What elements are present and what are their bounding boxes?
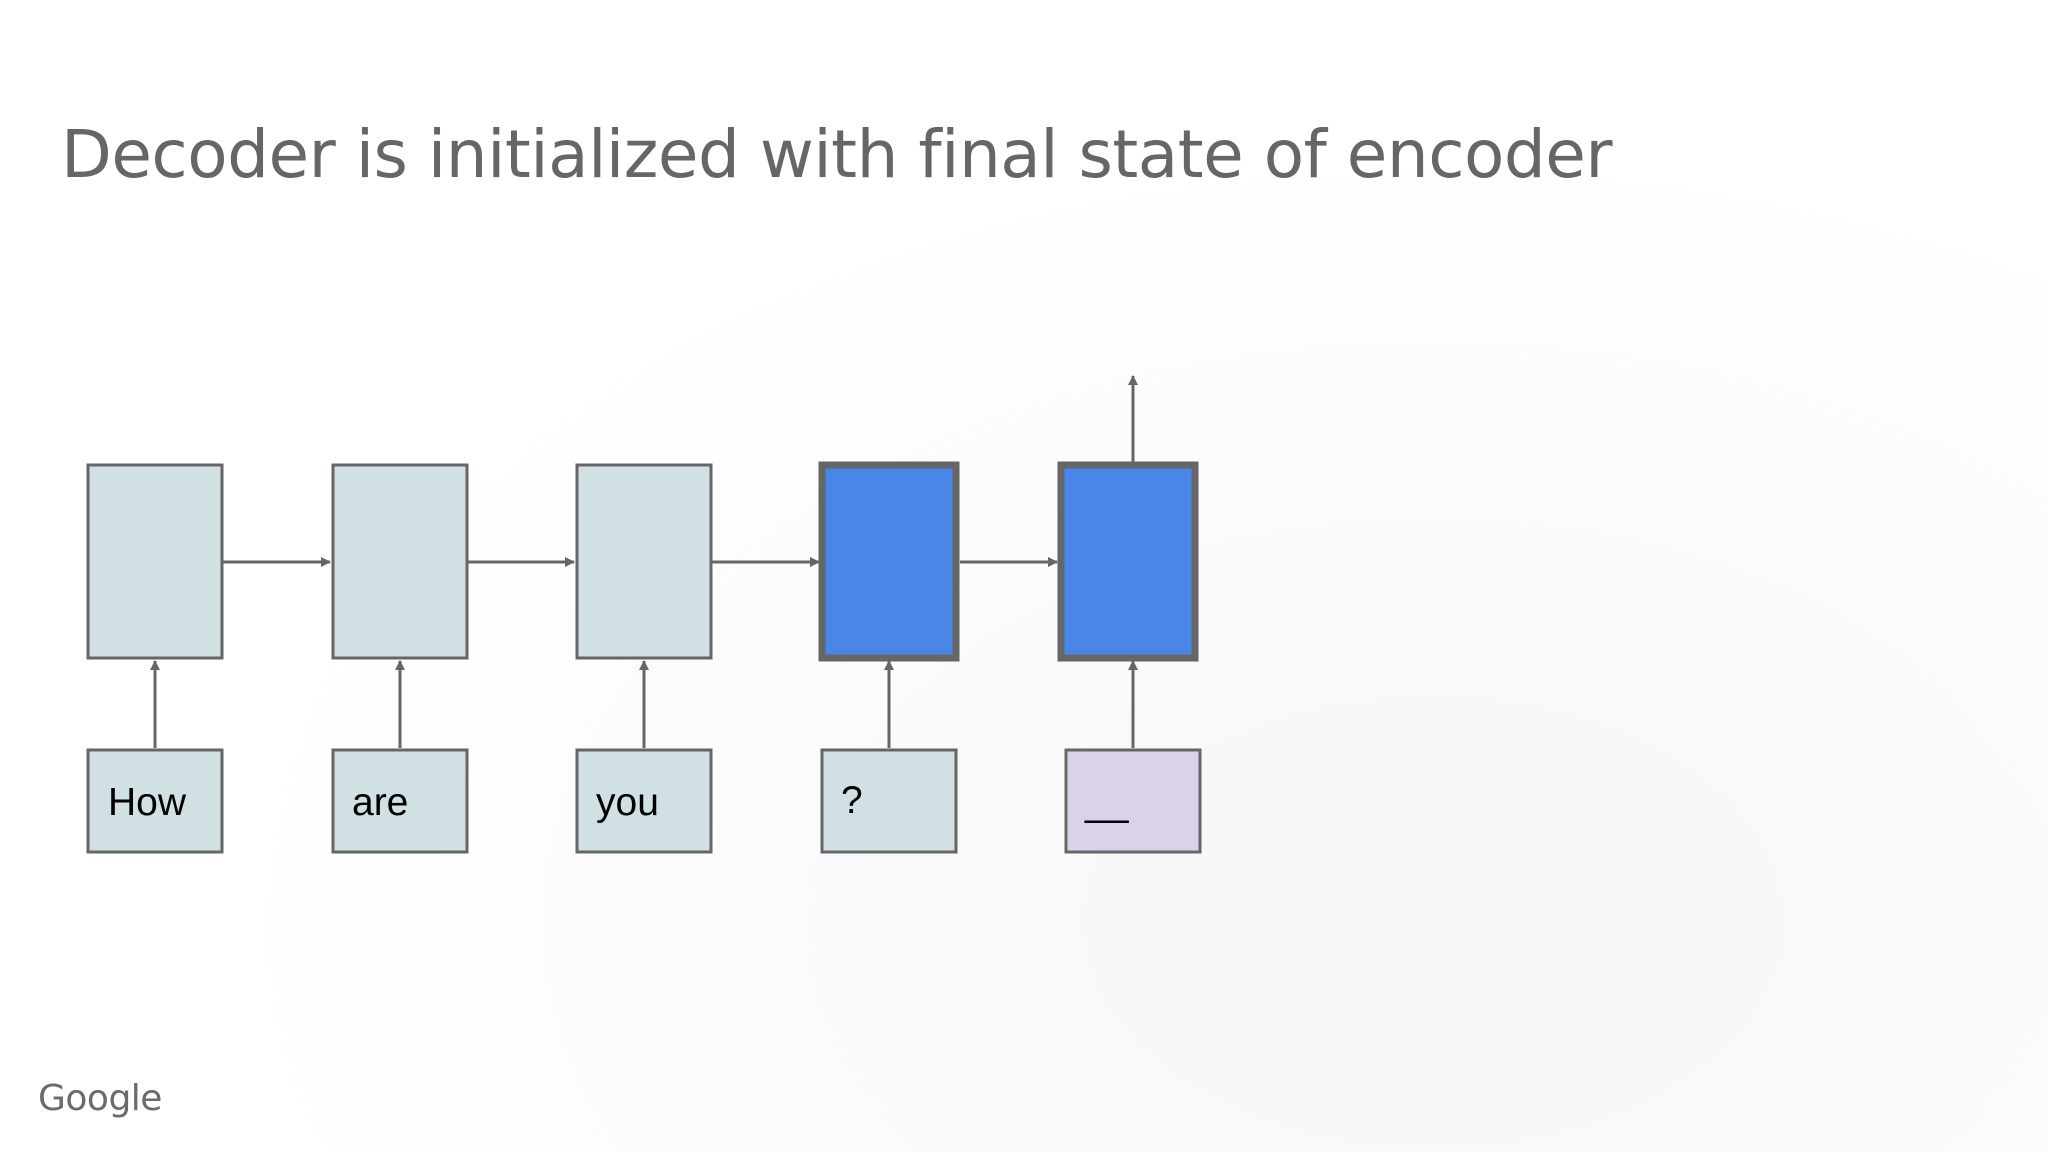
slide-title: Decoder is initialized with final state … bbox=[61, 116, 1613, 193]
encoder-final-cell bbox=[818, 461, 960, 662]
encoder-cell-3 bbox=[575, 463, 713, 660]
token-label-2: are bbox=[352, 781, 408, 824]
input-box-3 bbox=[575, 748, 713, 854]
token-label-3: you bbox=[596, 781, 659, 824]
input-box-2 bbox=[331, 748, 469, 854]
input-box-4 bbox=[820, 748, 958, 854]
encoder-cell-1 bbox=[86, 463, 224, 660]
token-label-1: How bbox=[108, 781, 187, 824]
encoder-cell-2 bbox=[331, 463, 469, 660]
decoder-cell bbox=[1057, 461, 1199, 662]
input-box-1 bbox=[86, 748, 224, 854]
decoder-token-label: __ bbox=[1084, 781, 1130, 824]
decoder-input-box bbox=[1064, 748, 1202, 854]
token-label-4: ? bbox=[841, 779, 863, 822]
google-logo: Google bbox=[38, 1078, 162, 1119]
